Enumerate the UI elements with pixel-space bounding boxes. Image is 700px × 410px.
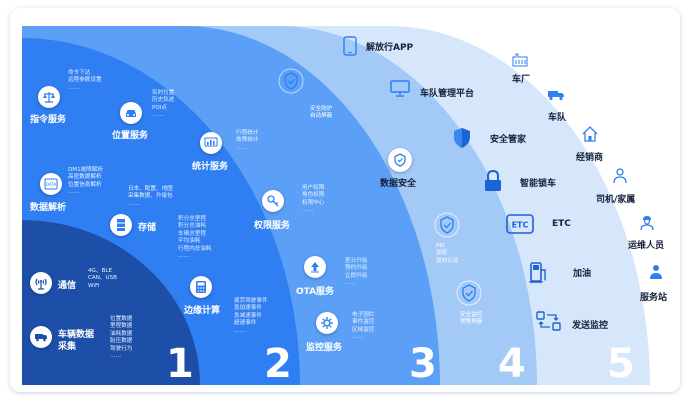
layer-number-2: 2 [264, 341, 292, 387]
storage-desc: 日本、配置、地图采集数据、升级包…… [128, 186, 173, 207]
monitor-service-desc: 电子围栏事件监控区域监控…… [352, 312, 375, 341]
location-service-label: 位置服务 [112, 131, 149, 141]
data-parse-desc: DM1故障解析高密数据解析位置信息解析…… [68, 167, 104, 196]
driving-events-desc: 疲劳驾驶事件急加速事件急减速事件超速事件…… [234, 298, 268, 334]
key-icon [262, 190, 284, 212]
transfer-icon [536, 310, 562, 336]
product-lock-label: 智能锁车 [520, 179, 557, 189]
stats-service-desc: 行程统计故障统计…… [236, 130, 259, 151]
layer-number-3: 3 [409, 341, 437, 387]
service-icon [649, 264, 663, 284]
svg-text:ETC: ETC [512, 221, 529, 230]
product-safety-label: 安全管家 [490, 135, 527, 145]
data-parse-label: 数据解析 [30, 203, 67, 213]
house-icon [582, 126, 598, 146]
fleet-truck-icon [547, 86, 565, 105]
car-icon [120, 102, 142, 124]
monitor-service-label: 监控服务 [306, 343, 343, 353]
storage-label: 存储 [138, 223, 157, 233]
stats-service-label: 统计服务 [192, 162, 229, 172]
pki-shield-icon [434, 212, 460, 242]
fuel-icon [529, 260, 549, 288]
engineer-icon [640, 215, 654, 235]
shield-icon [452, 127, 472, 153]
command-service-desc: 命令下达远程参数设置…… [68, 70, 102, 91]
antenna-icon [30, 272, 52, 294]
user-driver-label: 司机/家属 [596, 195, 636, 205]
calculator-icon [190, 276, 212, 298]
person-icon [613, 168, 627, 188]
product-fleet-label: 车队管理平台 [420, 89, 475, 99]
edge-compute-label: 边缘计算 [184, 306, 221, 316]
layer-number-5: 5 [607, 341, 635, 387]
alarm-desc: 安全监控预警屏蔽 [460, 312, 483, 326]
layer-number-4: 4 [498, 341, 526, 387]
data-shield-icon [388, 148, 412, 172]
product-monitor-label: 发送监控 [572, 321, 609, 331]
data-security-label: 数据安全 [380, 179, 417, 189]
perm-service-desc: 用户权限角色权限权限中心…… [302, 185, 325, 214]
svg-text:DATA: DATA [46, 182, 57, 187]
server-icon [110, 214, 132, 236]
gear-monitor-icon [316, 312, 338, 334]
phone-icon [343, 36, 357, 60]
layer-number-1: 1 [166, 341, 194, 387]
upload-icon [304, 256, 326, 278]
chart-icon [200, 132, 222, 154]
ota-service-label: OTA服务 [296, 287, 335, 297]
etc-icon: ETC [506, 214, 534, 238]
layer-1-band [22, 220, 200, 385]
perm-service-label: 权限服务 [254, 221, 291, 231]
scale-icon [38, 86, 60, 108]
product-app-label: 解放行APP [366, 43, 414, 53]
user-ops-label: 运维人员 [628, 241, 665, 251]
user-factory-label: 车厂 [512, 75, 531, 85]
monitor-icon [390, 80, 410, 102]
user-fleet-label: 车队 [548, 113, 567, 123]
product-fuel-label: 加油 [573, 269, 592, 279]
lock-icon [484, 169, 502, 196]
shield-check-icon [278, 68, 304, 98]
user-station-label: 服务站 [640, 293, 668, 303]
factory-icon [512, 52, 528, 71]
user-dealer-label: 经销商 [576, 153, 604, 163]
alarm-shield-icon [456, 280, 482, 310]
edge-compute-desc: 积分总里程积分总油耗车辆总里程平均油耗行程内总油耗…… [178, 216, 212, 260]
vehicle-data-desc: 位置数据里程数据油耗数据胎压数据驾驶行为…… [110, 316, 133, 360]
ota-service-desc: 差分升级预约升级立即升级…… [345, 258, 368, 287]
security-protection-desc: 安全防护自动屏蔽 [310, 106, 333, 120]
product-etc-label: ETC [552, 219, 571, 229]
command-service-label: 指令服务 [30, 115, 67, 125]
truck-icon [30, 326, 52, 348]
vehicle-data-label: 车辆数据 采集 [58, 330, 95, 352]
comm-label: 通信 [58, 281, 77, 291]
data-icon: DATA [40, 173, 62, 195]
